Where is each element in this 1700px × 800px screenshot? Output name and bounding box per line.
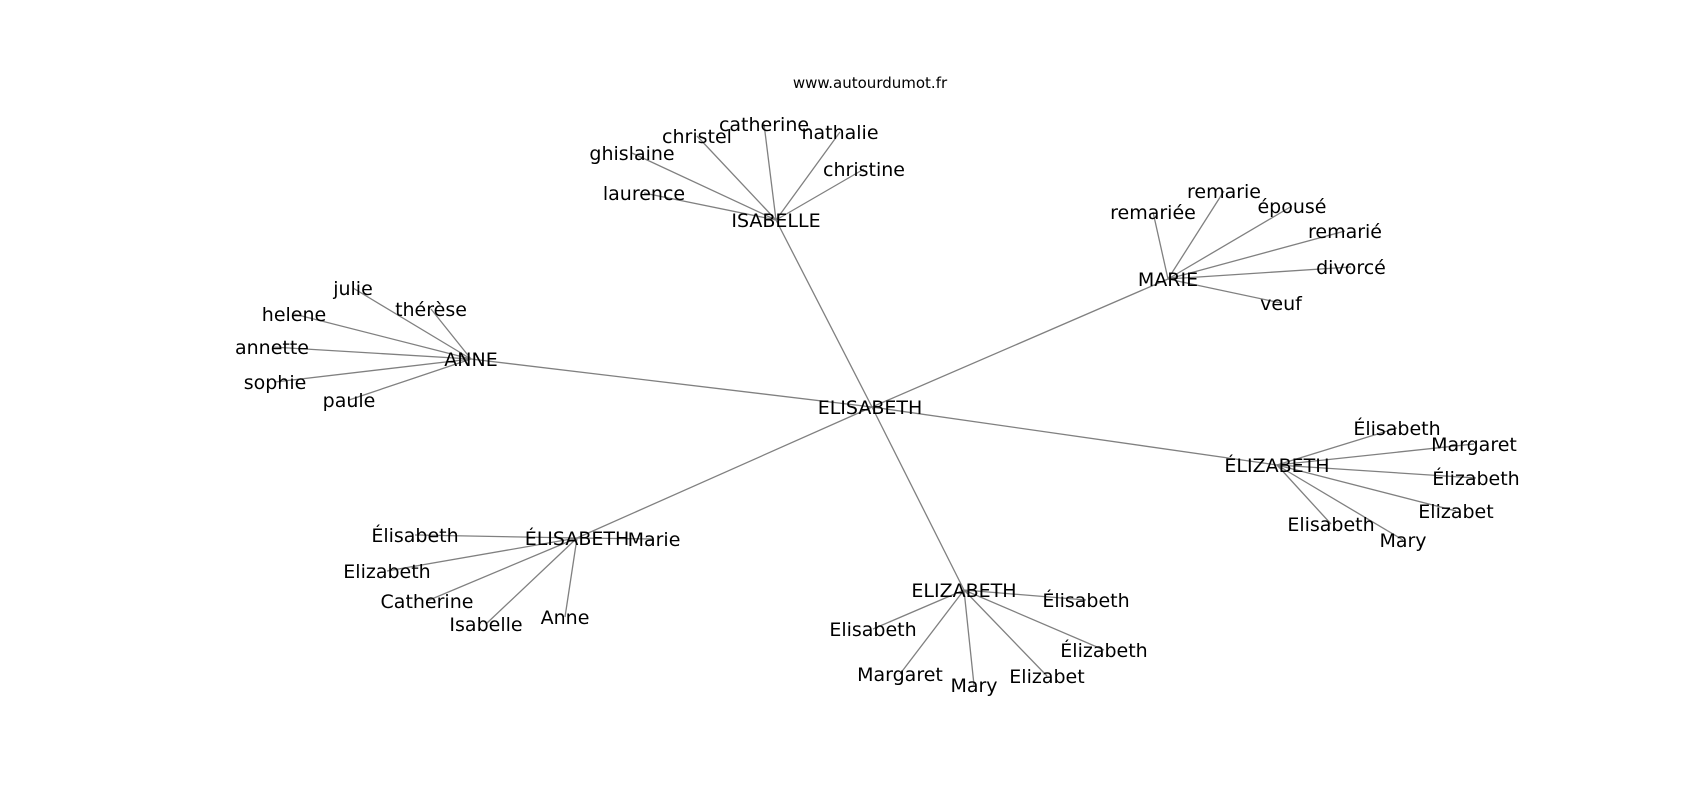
edge-hub-to-leaf xyxy=(963,589,1105,651)
leaf-node-label: Elizabet xyxy=(1009,666,1084,688)
leaf-node-label: épousé xyxy=(1257,196,1326,218)
leaf-node-label: catherine xyxy=(719,114,809,136)
leaf-node-label: Élizabeth xyxy=(1432,467,1519,490)
leaf-node-label: nathalie xyxy=(801,122,878,144)
edge-hub-to-leaf xyxy=(775,131,841,221)
edge-hub-to-leaf xyxy=(576,537,655,540)
edge-hub-to-leaf xyxy=(271,346,472,360)
leaf-node-label: ghislaine xyxy=(589,143,674,165)
leaf-node-label: Elisabeth xyxy=(1287,514,1374,536)
edge-hub-to-leaf xyxy=(899,589,965,675)
edge-hub-to-leaf xyxy=(963,589,1048,677)
hub-node-label: ISABELLE xyxy=(731,210,820,232)
leaf-node-label: Élisabeth xyxy=(371,524,458,547)
edge-hub-to-leaf xyxy=(564,537,578,618)
edge-hub-to-leaf xyxy=(1276,464,1404,541)
leaf-node-label: julie xyxy=(332,278,373,300)
edge-hub-to-leaf xyxy=(763,123,777,221)
edge-hub-to-leaf xyxy=(1167,190,1225,280)
hub-node-label: MARIE xyxy=(1138,269,1198,291)
edge-hub-to-leaf xyxy=(1276,464,1477,479)
edge-hub-to-leaf xyxy=(775,168,865,221)
leaf-node-label: divorcé xyxy=(1316,257,1386,279)
leaf-node-label: Mary xyxy=(950,675,997,697)
edge-hub-to-leaf xyxy=(1276,427,1398,466)
labels-group: laurence ghislainechristelcatherinenathal… xyxy=(235,114,1520,697)
edge-hub-to-leaf xyxy=(1276,464,1332,525)
edge-hub-to-leaf xyxy=(1276,443,1475,466)
leaf-node-label: Élizabeth xyxy=(1060,639,1147,662)
edge-center-to-hub xyxy=(871,406,965,591)
edge-hub-to-leaf xyxy=(1167,278,1282,304)
hub-node-label: ÉLISABETH xyxy=(525,527,630,550)
edge-hub-to-leaf xyxy=(1167,266,1352,280)
edge-hub-to-leaf xyxy=(1152,211,1169,280)
leaf-node-label: veuf xyxy=(1260,293,1303,315)
center-node-label: ELISABETH xyxy=(818,397,923,419)
edge-hub-to-leaf xyxy=(1276,464,1457,512)
edge-center-to-hub xyxy=(871,278,1169,408)
leaf-node-label: remarié xyxy=(1308,221,1382,243)
leaf-node-label: Élisabeth xyxy=(1353,417,1440,440)
edge-center-to-hub xyxy=(576,406,873,539)
leaf-node-label: christel xyxy=(662,126,732,148)
edge-hub-to-leaf xyxy=(348,358,472,401)
edge-center-to-hub xyxy=(775,219,873,408)
edge-hub-to-leaf xyxy=(414,534,578,539)
leaf-node-label: Margaret xyxy=(857,664,943,686)
leaf-node-label: helene xyxy=(262,304,326,326)
edge-hub-to-leaf xyxy=(274,358,472,383)
leaf-node-label: sophie xyxy=(244,372,307,394)
edge-hub-to-leaf xyxy=(352,287,472,360)
edge-center-to-hub xyxy=(871,406,1278,466)
edge-hub-to-leaf xyxy=(293,313,472,360)
edge-hub-to-leaf xyxy=(1167,230,1346,280)
leaf-node-label: Catherine xyxy=(381,591,474,613)
edge-hub-to-leaf xyxy=(963,589,975,686)
site-url-label: www.autourdumot.fr xyxy=(793,74,948,92)
leaf-node-label: Anne xyxy=(541,607,590,629)
edge-hub-to-leaf xyxy=(643,192,777,221)
hub-node-label: ANNE xyxy=(444,349,497,371)
leaf-node-label: Marie xyxy=(628,529,681,551)
leaf-node-label: Elisabeth xyxy=(829,619,916,641)
leaf-node-label: remariée xyxy=(1110,202,1196,224)
edge-hub-to-leaf xyxy=(430,308,472,360)
edge-hub-to-leaf xyxy=(386,537,578,572)
leaf-node-label: Isabelle xyxy=(449,614,522,636)
edge-hub-to-leaf xyxy=(426,537,578,602)
leaf-node-label: remarie xyxy=(1187,181,1261,203)
leaf-node-label: christine xyxy=(823,159,905,181)
leaf-node-label: thérèse xyxy=(395,299,467,321)
hub-node-label: ELIZABETH xyxy=(911,580,1016,602)
edge-center-to-hub xyxy=(470,358,873,408)
leaf-node-label: Margaret xyxy=(1431,434,1517,456)
leaf-node-label: annette xyxy=(235,337,309,359)
edge-hub-to-leaf xyxy=(696,135,777,221)
hub-node-label: ÉLIZABETH xyxy=(1224,454,1329,477)
edge-hub-to-leaf xyxy=(631,152,777,221)
leaf-node-label: laurence xyxy=(603,183,685,205)
leaf-node-label: paule xyxy=(323,390,376,412)
leaf-node-label: Elizabeth xyxy=(343,561,430,583)
edge-hub-to-leaf xyxy=(872,589,965,630)
edge-hub-to-leaf xyxy=(1167,205,1293,280)
edges-group xyxy=(271,123,1477,686)
leaf-node-label: Élisabeth xyxy=(1042,589,1129,612)
edge-hub-to-leaf xyxy=(485,537,578,625)
leaf-node-label: Elizabet xyxy=(1418,501,1493,523)
edge-hub-to-leaf xyxy=(963,589,1087,601)
leaf-node-label: Mary xyxy=(1379,530,1426,552)
